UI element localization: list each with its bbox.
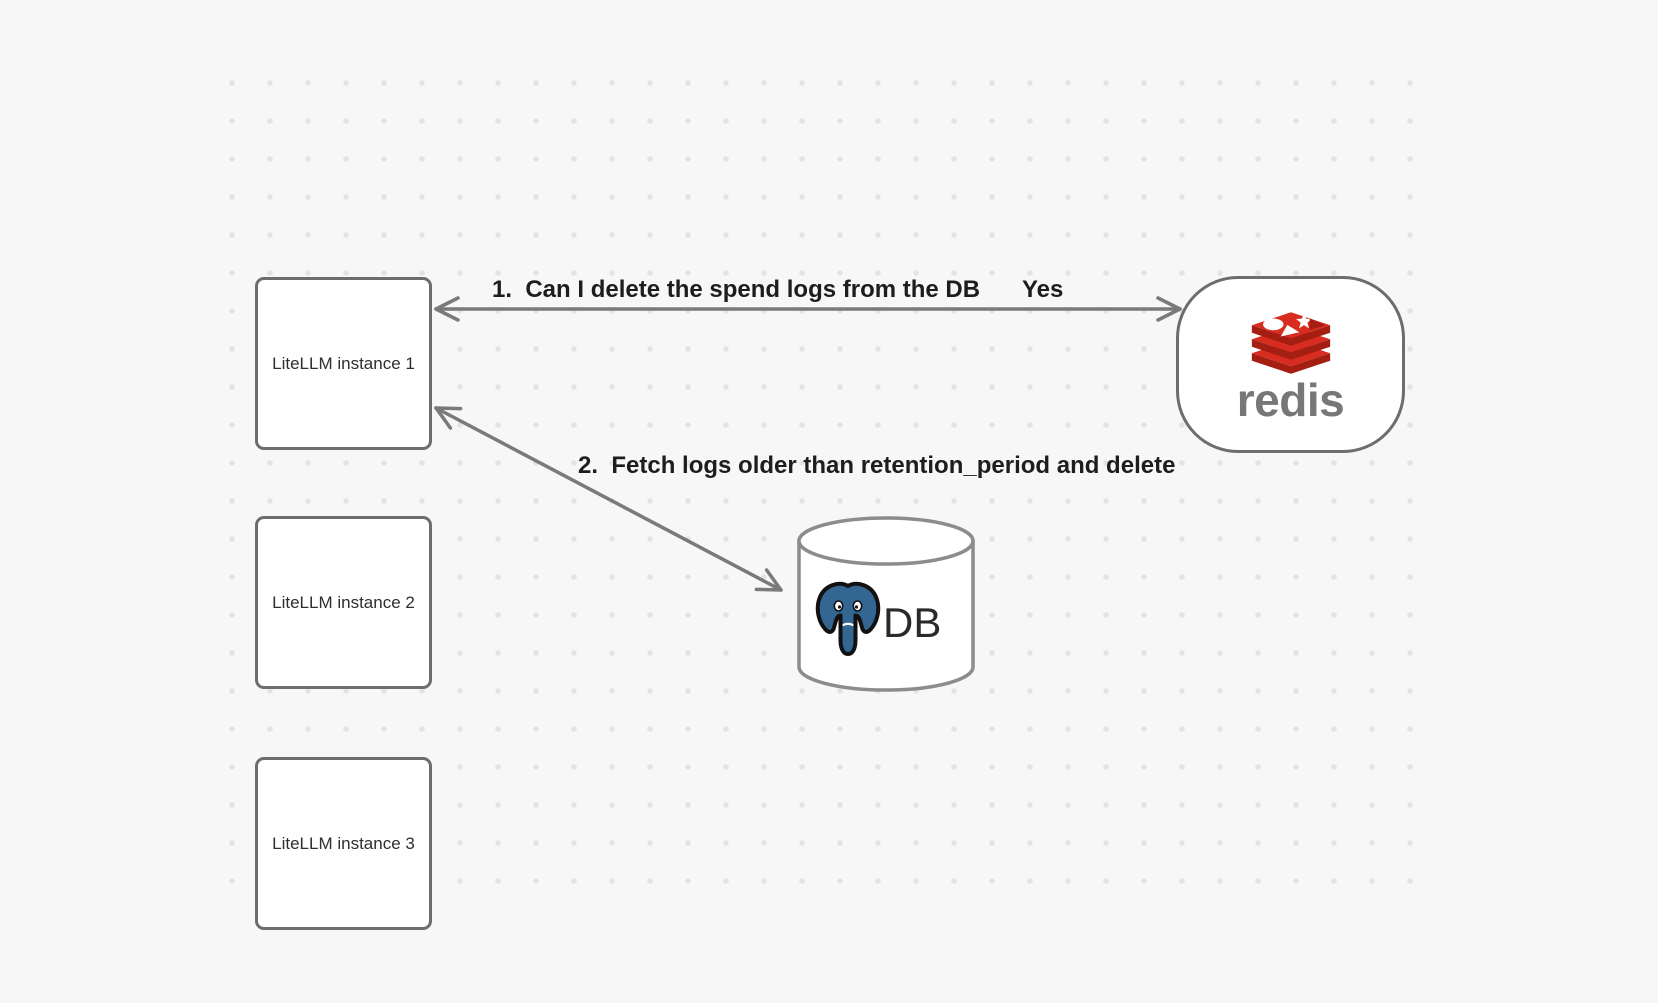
redis-wordmark: redis [1236, 374, 1345, 426]
redis-stack-logo-icon [1251, 312, 1330, 374]
node-redis[interactable]: redis [1176, 276, 1405, 453]
node-litellm-instance-1[interactable]: LiteLLM instance 1 [255, 277, 432, 450]
node-label: LiteLLM instance 3 [272, 833, 415, 853]
arrow2-label: 2. Fetch logs older than retention_perio… [578, 452, 1176, 479]
arrow-litellm-db[interactable] [434, 406, 783, 592]
arrow1-answer-label: Yes [1022, 276, 1064, 303]
postgresql-elephant-icon [815, 581, 881, 656]
node-db[interactable]: DB [796, 514, 976, 694]
node-litellm-instance-3[interactable]: LiteLLM instance 3 [255, 757, 432, 930]
node-litellm-instance-2[interactable]: LiteLLM instance 2 [255, 516, 432, 689]
node-label: LiteLLM instance 1 [272, 353, 415, 373]
arrow-litellm-redis[interactable] [434, 296, 1182, 322]
node-label: LiteLLM instance 2 [272, 592, 415, 612]
arrow1-label: 1. Can I delete the spend logs from the … [492, 276, 981, 303]
db-label: DB [883, 599, 942, 646]
